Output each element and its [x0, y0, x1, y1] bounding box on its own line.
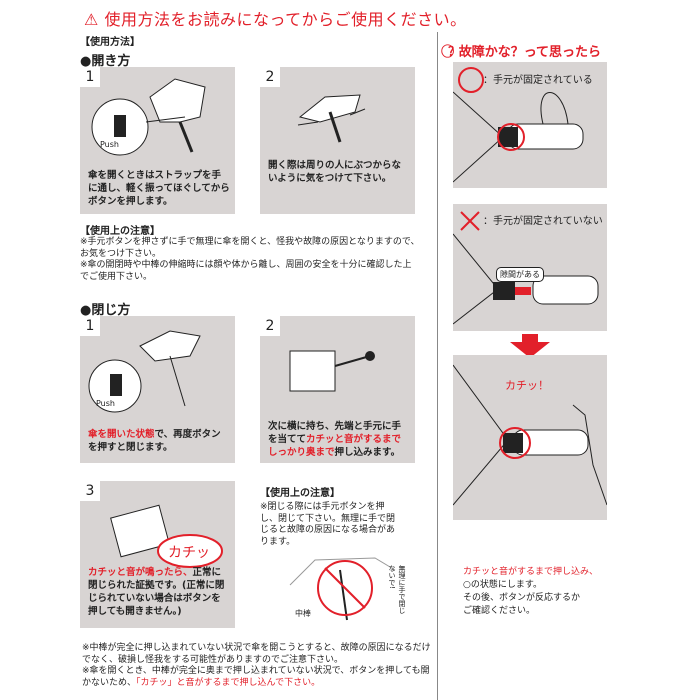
- trouble-instructions: カチッと音がするまで押し込み、 ○の状態にします。 その後、ボタンが反応するか …: [463, 567, 599, 616]
- svg-text:中棒: 中棒: [295, 608, 311, 618]
- caution2-text: ※閉じる際には手元ボタンを押し、閉じて下さい。無理に手で閉じると故障の原因になる…: [260, 502, 396, 547]
- handle-fixed-illustration: [452, 67, 584, 183]
- question-circle-icon: ?⃝: [448, 45, 455, 60]
- down-arrow-icon: [510, 334, 550, 358]
- close-heading: ●閉じ方: [80, 303, 131, 318]
- svg-text:Push: Push: [96, 399, 115, 408]
- column-divider: [437, 32, 438, 700]
- handle-loose-illustration: [452, 211, 599, 325]
- close-step-3: カチッ 3 カチッと音が鳴ったら、正常に閉じられた証拠です。(正常に閉じられてい…: [80, 481, 235, 628]
- page-title: ⚠ 使用方法をお読みになってからご使用ください。: [84, 10, 467, 29]
- vertical-label: 無理に手で閉じないで!: [388, 565, 406, 614]
- umbrella-push-in-illustration: [289, 350, 375, 392]
- no-hand-close-icon: 中棒: [289, 557, 396, 621]
- handle-click-illustration: [452, 364, 608, 506]
- close-step-2: 2 次に横に持ち、先端と手元に手を当ててカチッと音がするまでしっかり奥まで押し込…: [260, 316, 415, 463]
- ok-panel: ：手元が固定されている: [452, 62, 607, 188]
- warning-triangle-icon: ⚠: [84, 10, 99, 29]
- open-step-2: 2 開く際は周りの人にぶつからないように気をつけて下さい。: [260, 67, 415, 214]
- trouble-title: ?⃝ 故障かな？って思ったら: [448, 45, 602, 60]
- ng-panel: ：手元が固定されていない 隙間がある: [452, 204, 607, 331]
- umbrella-push-illustration: Push: [91, 78, 206, 156]
- open-step-1: Push 1 傘を開くときはストラップを手に通し、軽く振ってほぐしてからボタンを…: [80, 67, 235, 214]
- open-heading: ●開き方: [80, 54, 131, 69]
- umbrella-close-illustration: Push: [88, 330, 201, 413]
- caution-notes: ※手元ボタンを押さずに手で無理に傘を開くと、怪我や故障の原因となりますので、お気…: [80, 237, 420, 282]
- svg-text:カチッ: カチッ: [168, 545, 210, 561]
- caution-heading: 【使用上の注意】: [80, 226, 160, 237]
- section-label: 【使用方法】: [80, 37, 140, 48]
- caution2-heading: 【使用上の注意】: [260, 488, 340, 499]
- bottom-notes: ※中棒が完全に押し込まれていない状況で傘を開こうとすると、故障の原因になるだけで…: [82, 643, 431, 688]
- gap-callout: 隙間がある: [496, 267, 544, 282]
- click-panel: カチッ！: [452, 355, 608, 520]
- svg-text:Push: Push: [100, 140, 119, 149]
- umbrella-click-illustration: カチッ: [110, 504, 223, 568]
- umbrella-open-illustration: [297, 94, 366, 143]
- close-step-1: Push 1 傘を開いた状態で、再度ボタンを押すと閉じます。: [80, 316, 235, 463]
